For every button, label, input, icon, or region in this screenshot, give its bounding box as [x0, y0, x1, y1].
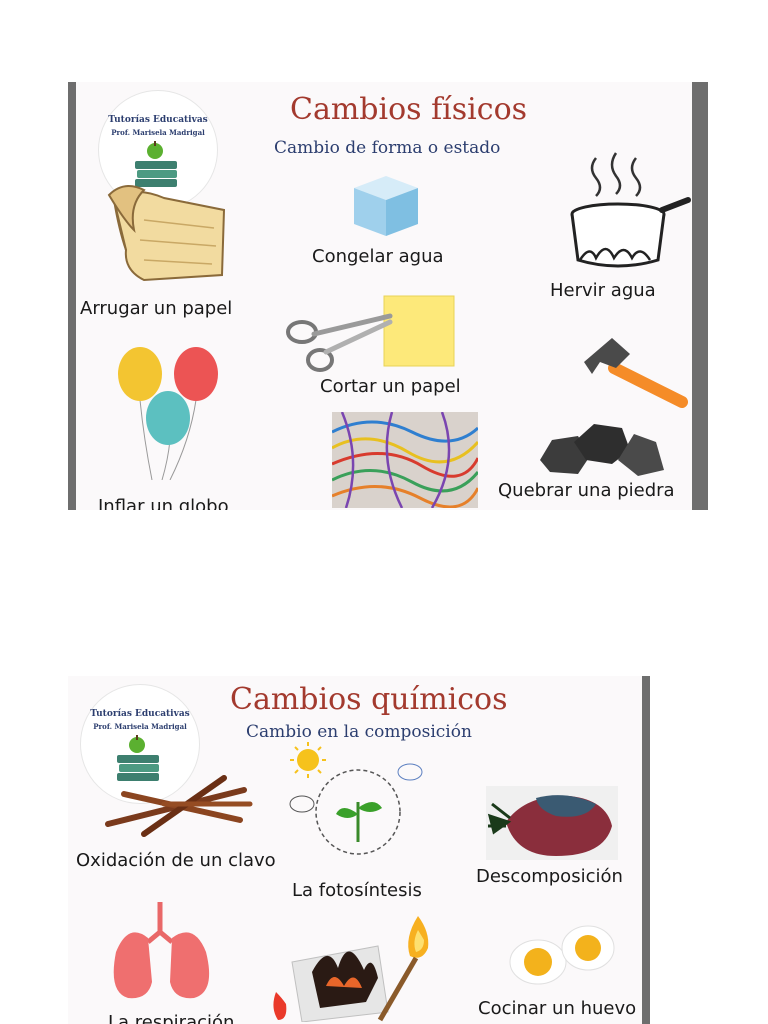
tutor-logo: Tutorías Educativas Prof. Marisela Madri…: [80, 684, 200, 804]
balloons-icon: [118, 347, 218, 480]
logo-line1: Tutorías Educativas: [90, 709, 190, 719]
burning-paper-icon: [273, 916, 429, 1022]
label-respiracion: La respiración: [108, 1012, 235, 1024]
boiled-eggs-photo: [509, 925, 615, 985]
label-quebrar: Quebrar una piedra: [498, 480, 675, 501]
page-title: Cambios químicos: [230, 682, 508, 717]
label-hervir: Hervir agua: [550, 280, 656, 301]
rubber-bands-photo: [332, 412, 478, 508]
label-fotosintesis: La fotosíntesis: [292, 880, 422, 901]
label-congelar: Congelar agua: [312, 246, 444, 267]
crumpled-paper-icon: [107, 185, 226, 282]
rusty-nails-icon: [105, 775, 253, 837]
books-apple-icon: [117, 735, 159, 781]
books-apple-icon: [135, 141, 177, 187]
page-subtitle: Cambio en la composición: [246, 722, 472, 742]
page-subtitle: Cambio de forma o estado: [274, 138, 501, 158]
left-border: [68, 82, 76, 510]
logo-line1: Tutorías Educativas: [108, 115, 208, 125]
label-inflar: Inflar un globo: [98, 496, 229, 510]
logo-line2: Prof. Marisela Madrigal: [111, 128, 205, 137]
scissors-icon: [286, 295, 455, 372]
rotten-strawberry-photo: [486, 786, 618, 860]
boiling-pot-icon: [570, 152, 691, 268]
chemical-changes-card: Tutorías Educativas Prof. Marisela Madri…: [68, 676, 650, 1024]
label-arrugar: Arrugar un papel: [80, 298, 233, 319]
photosynthesis-diagram: [289, 742, 423, 855]
label-descomposicion: Descomposición: [476, 866, 623, 887]
label-oxidacion: Oxidación de un clavo: [76, 850, 276, 871]
label-cortar: Cortar un papel: [320, 376, 461, 397]
right-border: [692, 82, 708, 510]
logo-line2: Prof. Marisela Madrigal: [93, 722, 187, 731]
hammer-icon: [584, 338, 688, 408]
label-cocinar: Cocinar un huevo: [478, 998, 637, 1019]
lungs-icon: [113, 902, 210, 999]
page-title: Cambios físicos: [290, 92, 528, 127]
ice-cube-icon: [354, 176, 418, 236]
physical-changes-card: Tutorías Educativas Prof. Marisela Madri…: [68, 82, 708, 510]
right-border: [642, 676, 650, 1024]
rocks-icon: [540, 424, 664, 476]
